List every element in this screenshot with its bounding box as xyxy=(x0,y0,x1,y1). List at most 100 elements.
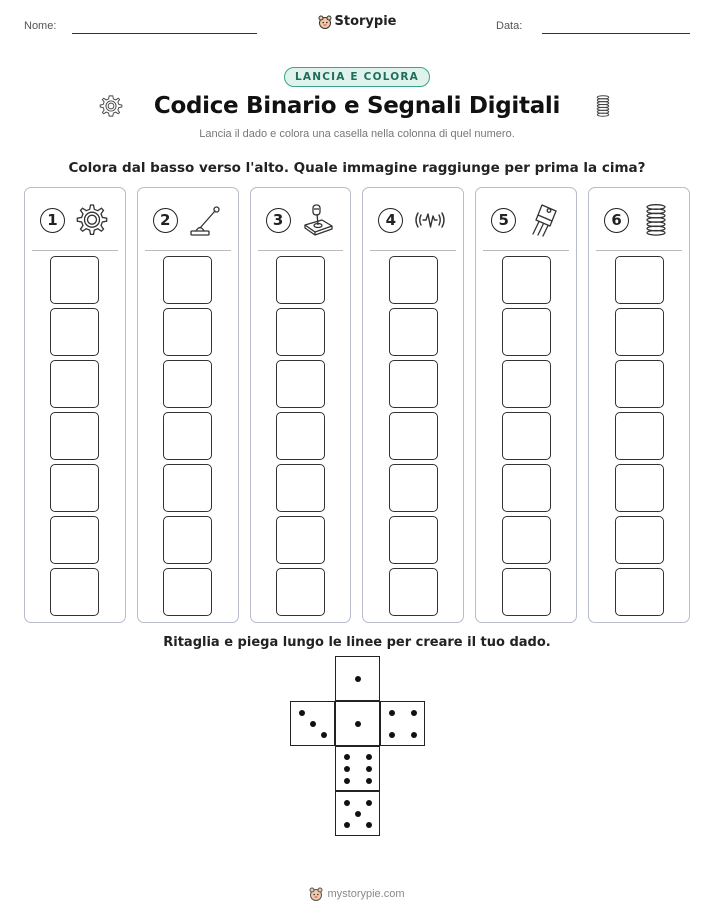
color-box[interactable] xyxy=(388,516,438,564)
color-box[interactable] xyxy=(614,516,664,564)
color-box[interactable] xyxy=(501,412,551,460)
color-box[interactable] xyxy=(276,308,326,356)
color-box[interactable] xyxy=(614,308,664,356)
footer: mystorypie.com xyxy=(0,887,714,904)
column-number: 4 xyxy=(378,207,404,233)
die-face-3 xyxy=(290,701,335,746)
color-box[interactable] xyxy=(163,256,213,304)
color-box[interactable] xyxy=(276,256,326,304)
die-pip xyxy=(411,732,417,738)
die-face-1 xyxy=(335,701,380,746)
instruction: Colora dal basso verso l'alto. Quale imm… xyxy=(68,160,646,176)
column-divider xyxy=(370,250,457,251)
date-line[interactable] xyxy=(542,33,690,34)
die-face-4 xyxy=(380,701,425,746)
die-pip xyxy=(355,811,361,817)
color-box[interactable] xyxy=(501,308,551,356)
color-box[interactable] xyxy=(50,412,100,460)
column-divider xyxy=(596,250,682,251)
die-pip xyxy=(344,800,350,806)
cut-instruction: Ritaglia e piega lungo le linee per crea… xyxy=(163,635,551,650)
page-title: Codice Binario e Segnali Digitali xyxy=(153,93,561,119)
die-pip xyxy=(366,822,372,828)
color-box[interactable] xyxy=(501,360,551,408)
color-box[interactable] xyxy=(614,412,664,460)
brand-name: Storypie xyxy=(334,14,397,29)
column-6: 6 xyxy=(588,187,690,623)
die-pip xyxy=(366,766,372,772)
column-divider xyxy=(32,250,118,251)
color-box[interactable] xyxy=(501,516,551,564)
column-number: 6 xyxy=(604,207,630,233)
column-4: 4 xyxy=(362,187,465,623)
die-pip xyxy=(366,778,372,784)
color-box[interactable] xyxy=(50,516,100,564)
die-pip xyxy=(344,766,350,772)
transistor-icon xyxy=(532,204,557,237)
color-box[interactable] xyxy=(276,516,326,564)
color-box[interactable] xyxy=(614,256,664,304)
activity-badge: LANCIA E COLORA xyxy=(284,67,430,87)
storypie-logo-icon xyxy=(318,15,331,29)
die-face-5 xyxy=(335,791,380,836)
race-columns: 1 2 xyxy=(24,187,690,623)
color-box[interactable] xyxy=(163,464,213,512)
die-face-1 xyxy=(335,656,380,701)
color-box[interactable] xyxy=(501,568,551,616)
column-number: 1 xyxy=(39,207,65,233)
color-box[interactable] xyxy=(501,464,551,512)
column-5: 5 xyxy=(475,187,578,623)
date-label: Data: xyxy=(496,20,523,32)
color-box[interactable] xyxy=(50,464,100,512)
color-box[interactable] xyxy=(50,568,100,616)
color-box[interactable] xyxy=(163,516,213,564)
signal-wave-icon xyxy=(415,212,446,228)
color-box[interactable] xyxy=(388,360,438,408)
column-divider xyxy=(483,250,570,251)
color-box[interactable] xyxy=(388,412,438,460)
column-divider xyxy=(144,250,231,251)
column-divider xyxy=(257,250,344,251)
die-pip xyxy=(355,721,361,727)
color-box[interactable] xyxy=(50,308,100,356)
color-box[interactable] xyxy=(276,360,326,408)
color-box[interactable] xyxy=(163,412,213,460)
color-box[interactable] xyxy=(50,360,100,408)
color-box[interactable] xyxy=(276,464,326,512)
color-box[interactable] xyxy=(163,360,213,408)
color-box[interactable] xyxy=(276,568,326,616)
color-box[interactable] xyxy=(163,308,213,356)
name-line[interactable] xyxy=(72,33,257,34)
gear-icon xyxy=(99,95,123,117)
brand: Storypie xyxy=(0,14,714,34)
name-label: Nome: xyxy=(24,20,57,32)
die-pip xyxy=(344,778,350,784)
lever-switch-icon xyxy=(190,206,220,236)
die-pip xyxy=(310,721,316,727)
color-box[interactable] xyxy=(614,360,664,408)
color-box[interactable] xyxy=(276,412,326,460)
die-pip xyxy=(344,754,350,760)
die-pip xyxy=(344,822,350,828)
color-box[interactable] xyxy=(163,568,213,616)
gear-icon xyxy=(76,204,108,236)
color-box[interactable] xyxy=(388,308,438,356)
die-pip xyxy=(299,710,305,716)
die-pip xyxy=(366,754,372,760)
joystick-icon xyxy=(303,204,333,236)
color-box[interactable] xyxy=(50,256,100,304)
footer-url[interactable]: mystorypie.com xyxy=(327,888,405,900)
column-number: 5 xyxy=(491,207,517,233)
die-face-6 xyxy=(335,746,380,791)
spring-icon xyxy=(646,204,666,236)
color-box[interactable] xyxy=(501,256,551,304)
color-box[interactable] xyxy=(388,256,438,304)
color-box[interactable] xyxy=(614,568,664,616)
column-1: 1 xyxy=(24,187,126,623)
title-row: Codice Binario e Segnali Digitali xyxy=(0,93,714,119)
color-box[interactable] xyxy=(388,568,438,616)
die-pip xyxy=(389,710,395,716)
color-box[interactable] xyxy=(388,464,438,512)
die-pip xyxy=(321,732,327,738)
color-box[interactable] xyxy=(614,464,664,512)
